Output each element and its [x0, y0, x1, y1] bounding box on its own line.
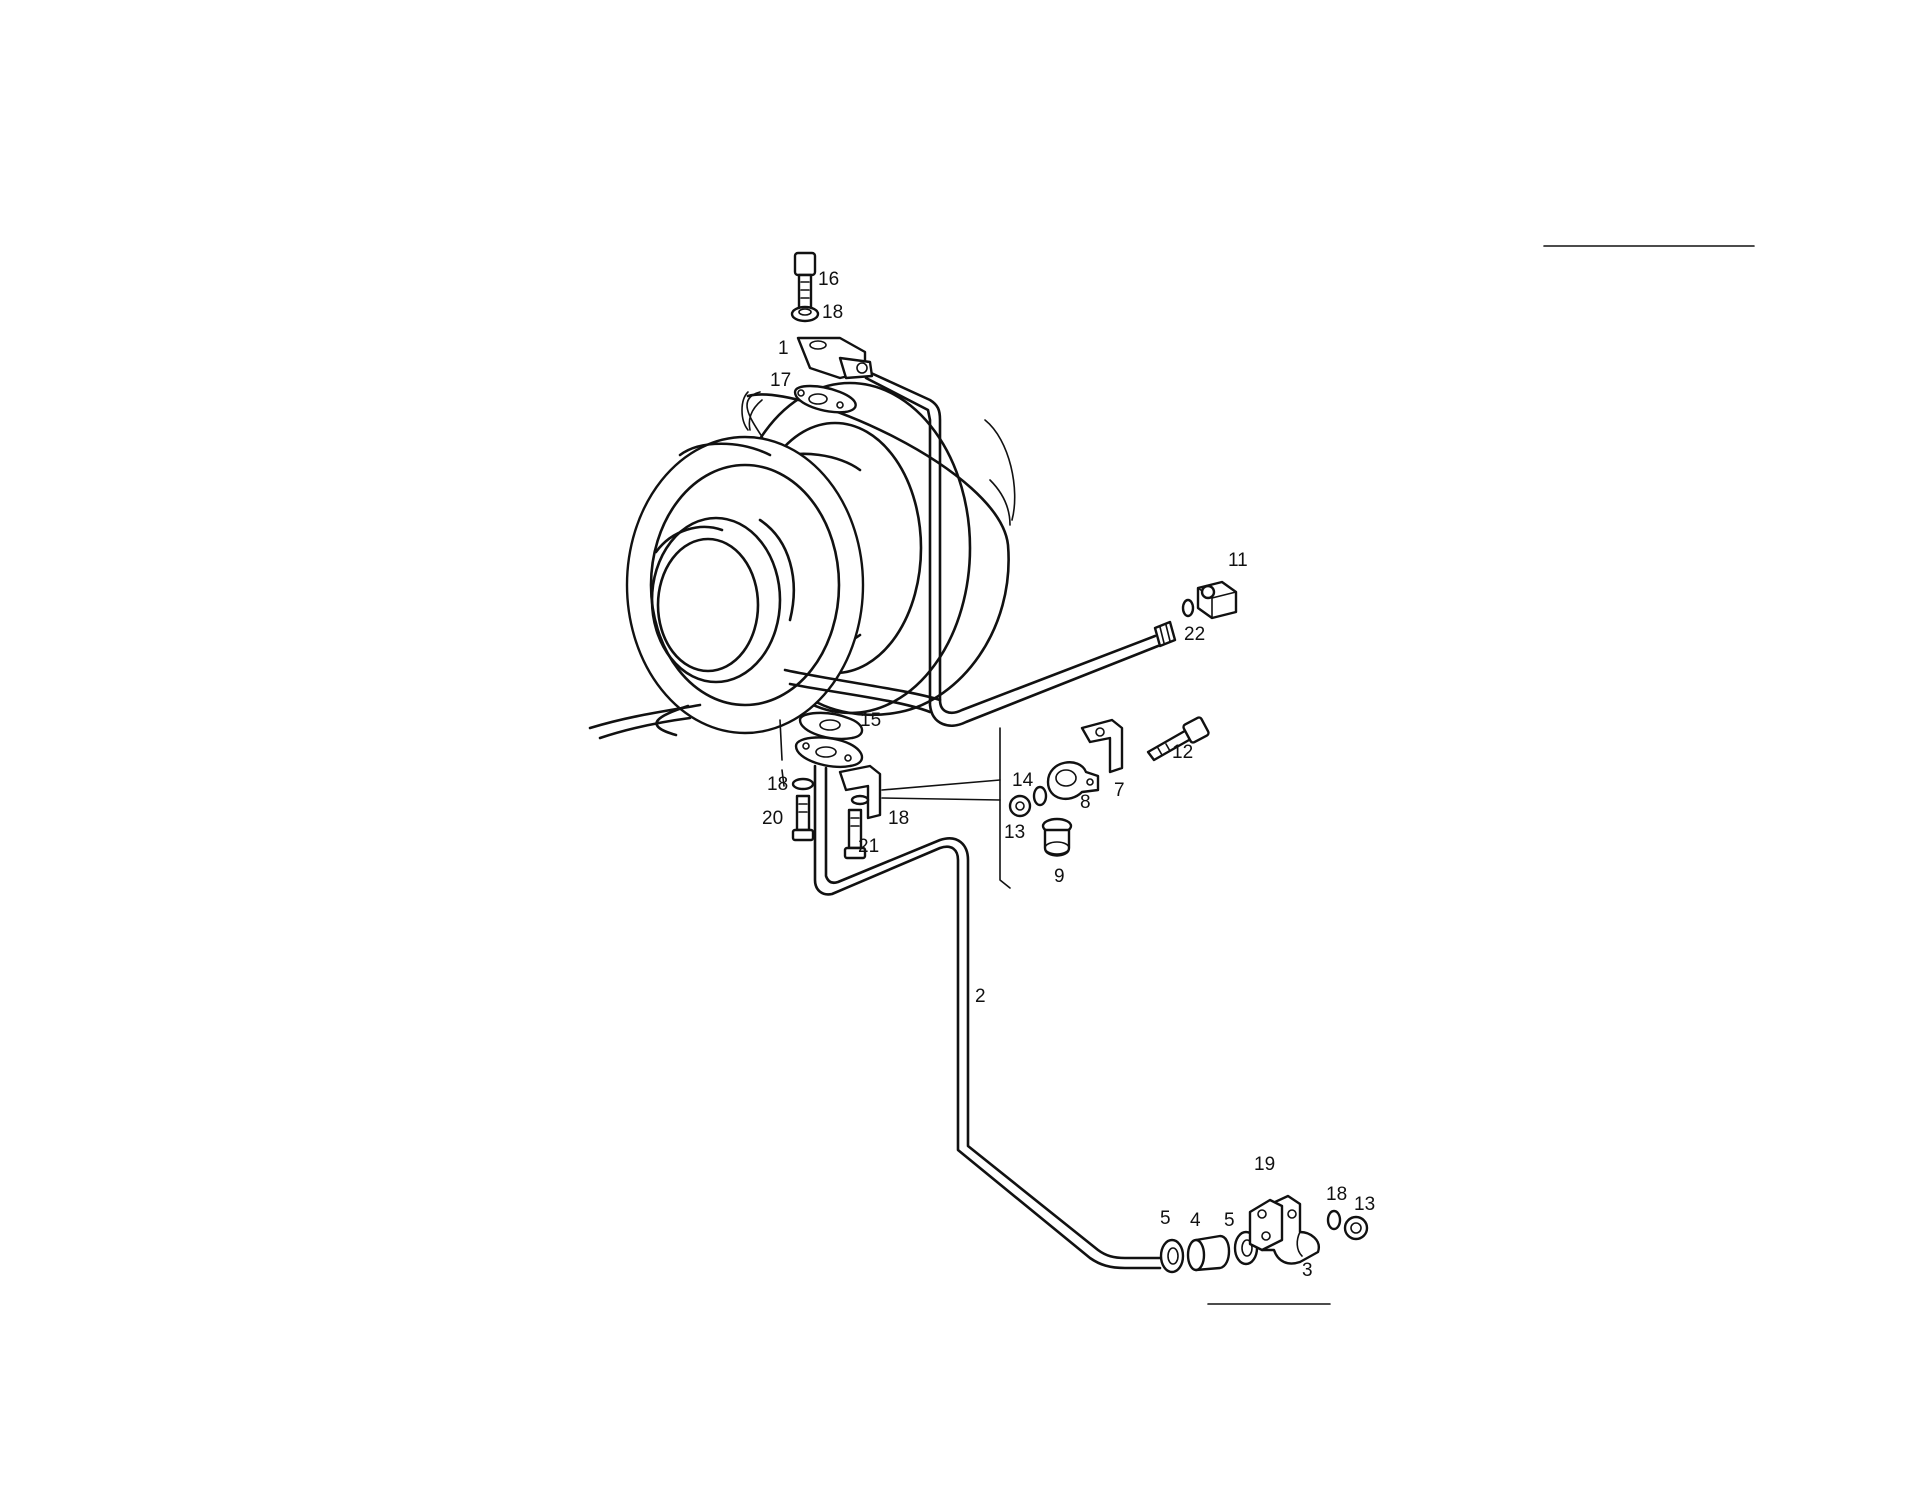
- turbocharger-housing: [588, 381, 1016, 787]
- oil-feed-pipe: [858, 366, 1177, 727]
- fitting-11: [1196, 580, 1238, 620]
- label-22: 22: [1184, 624, 1205, 645]
- drain-flange: [794, 736, 864, 769]
- bolt-21: [843, 808, 867, 860]
- gasket-19: [1248, 1198, 1284, 1252]
- label-8: 8: [1080, 792, 1091, 813]
- label-18-lower: 18: [1326, 1184, 1347, 1205]
- ring-5-left: [1159, 1238, 1185, 1274]
- bolt-16: [793, 251, 817, 313]
- label-17: 17: [770, 370, 791, 391]
- label-5-left: 5: [1160, 1208, 1171, 1229]
- label-11: 11: [1228, 550, 1248, 571]
- bracket-7: [1080, 718, 1124, 774]
- washer-14: [1032, 785, 1048, 807]
- label-21: 21: [858, 836, 879, 857]
- label-7: 7: [1114, 780, 1125, 801]
- label-1: 1: [778, 338, 789, 359]
- washer-22: [1181, 598, 1195, 618]
- nut-13-lower: [1343, 1215, 1369, 1241]
- label-2: 2: [975, 986, 986, 1007]
- nut-13-left: [1008, 794, 1032, 818]
- label-12: 12: [1172, 742, 1193, 763]
- label-18-left: 18: [767, 774, 788, 795]
- grommet-9: [1041, 817, 1073, 857]
- bolt-12: [1146, 716, 1210, 762]
- label-3: 3: [1302, 1260, 1313, 1281]
- gasket-15: [798, 711, 864, 741]
- label-9: 9: [1054, 866, 1065, 887]
- gasket-17: [793, 384, 857, 414]
- flange-1: [796, 336, 874, 380]
- label-13-lower: 13: [1354, 1194, 1375, 1215]
- label-5-right: 5: [1224, 1210, 1235, 1231]
- pipe-bracket: [838, 764, 882, 820]
- label-16: 16: [818, 269, 839, 290]
- assembly-leader-lines: [881, 727, 1011, 889]
- oil-drain-pipe-2: [813, 764, 1162, 1270]
- label-20: 20: [762, 808, 783, 829]
- leader-17: [748, 399, 763, 431]
- bolt-20: [791, 794, 815, 842]
- label-13-left: 13: [1004, 822, 1025, 843]
- label-18-top: 18: [822, 302, 843, 323]
- hose-4: [1186, 1234, 1231, 1272]
- label-14: 14: [1012, 770, 1034, 791]
- clamp-8: [1046, 761, 1100, 801]
- label-19: 19: [1254, 1154, 1275, 1175]
- label-4: 4: [1190, 1210, 1201, 1231]
- washer-18-left: [791, 777, 815, 791]
- label-15: 15: [860, 710, 881, 731]
- washer-18-lower: [1326, 1209, 1342, 1231]
- label-18-mid: 18: [888, 808, 909, 829]
- washer-18-top: [790, 305, 820, 323]
